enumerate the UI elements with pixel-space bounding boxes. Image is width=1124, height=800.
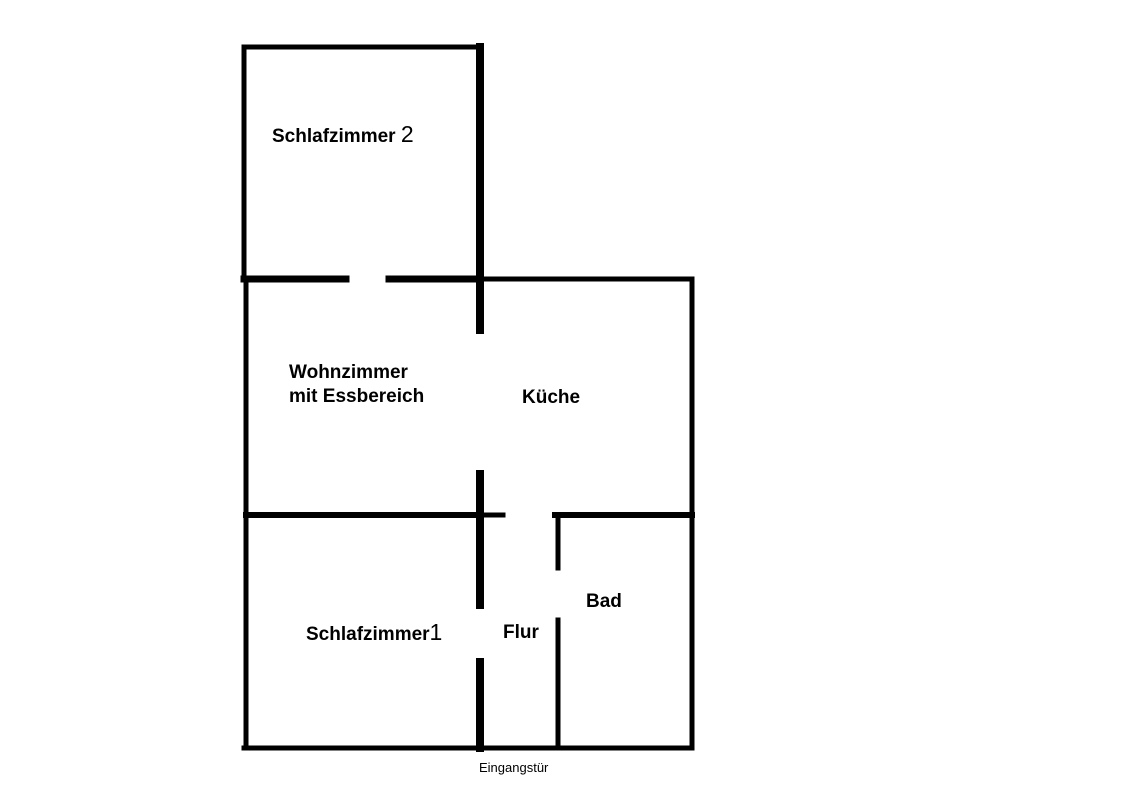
room-label-bath: Bad: [586, 590, 622, 614]
room-label-kitchen: Küche: [522, 386, 580, 410]
room-name-bath: Bad: [586, 591, 622, 612]
entrance-door-label: Eingangstür: [479, 760, 549, 775]
room-label-bedroom2: Schlafzimmer 2: [272, 122, 414, 149]
room-name-hallway: Flur: [503, 622, 539, 643]
room-label-hallway: Flur: [503, 621, 539, 645]
room-label-bedroom1: Schlafzimmer1: [306, 620, 442, 647]
room-name-living-line1: Wohnzimmer: [289, 362, 408, 383]
room-number-bedroom1: 1: [429, 619, 443, 645]
room-name-bedroom1: Schlafzimmer: [306, 624, 430, 645]
room-name-bedroom2: Schlafzimmer: [272, 126, 396, 147]
room-number-bedroom2: 2: [400, 121, 414, 147]
room-label-living: Wohnzimmer mit Essbereich: [289, 361, 424, 409]
room-name-kitchen: Küche: [522, 387, 581, 408]
room-name-living-line2: mit Essbereich: [289, 386, 425, 407]
